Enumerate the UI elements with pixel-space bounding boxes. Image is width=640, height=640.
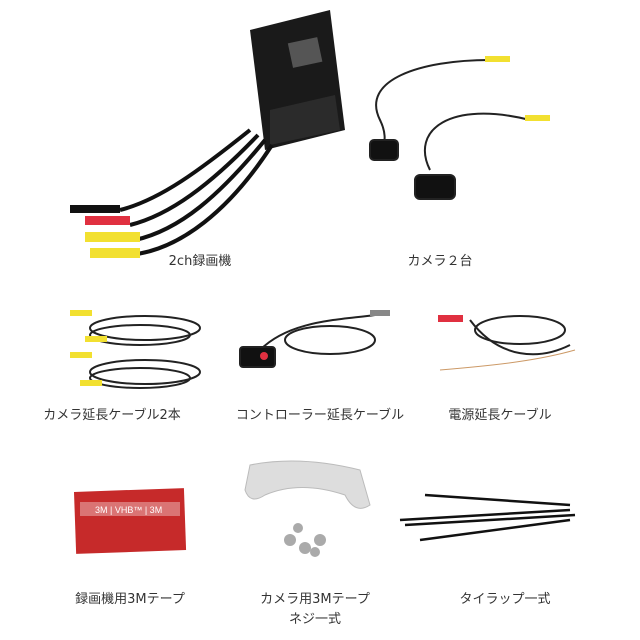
label-recorder: 2ch録画機 <box>168 254 232 269</box>
label-screws: ネジ一式 <box>288 612 342 627</box>
camera-extension-cables-image <box>70 310 201 389</box>
recorder-image <box>70 10 345 258</box>
recorder-tape-image: 3M | VHB™ | 3M <box>73 488 187 554</box>
label-power-extension-cable: 電源延長ケーブル <box>448 408 552 423</box>
tape-logo: 3M | VHB™ | 3M <box>95 505 162 515</box>
camera-tape-screws-image <box>244 460 371 557</box>
cameras-image <box>369 56 550 200</box>
label-recorder-tape: 録画機用3Mテープ <box>75 592 185 607</box>
power-cable-image <box>438 315 576 371</box>
label-cable-ties: タイラップ一式 <box>459 592 551 607</box>
label-controller-extension-cable: コントローラー延長ケーブル <box>235 408 405 423</box>
cable-ties-image <box>399 493 576 542</box>
label-camera-tape: カメラ用3Mテープ <box>260 592 370 607</box>
label-cameras: カメラ２台 <box>407 254 473 269</box>
label-camera-extension-cables: カメラ延長ケーブル2本 <box>43 408 181 423</box>
controller-cable-image <box>239 310 390 368</box>
